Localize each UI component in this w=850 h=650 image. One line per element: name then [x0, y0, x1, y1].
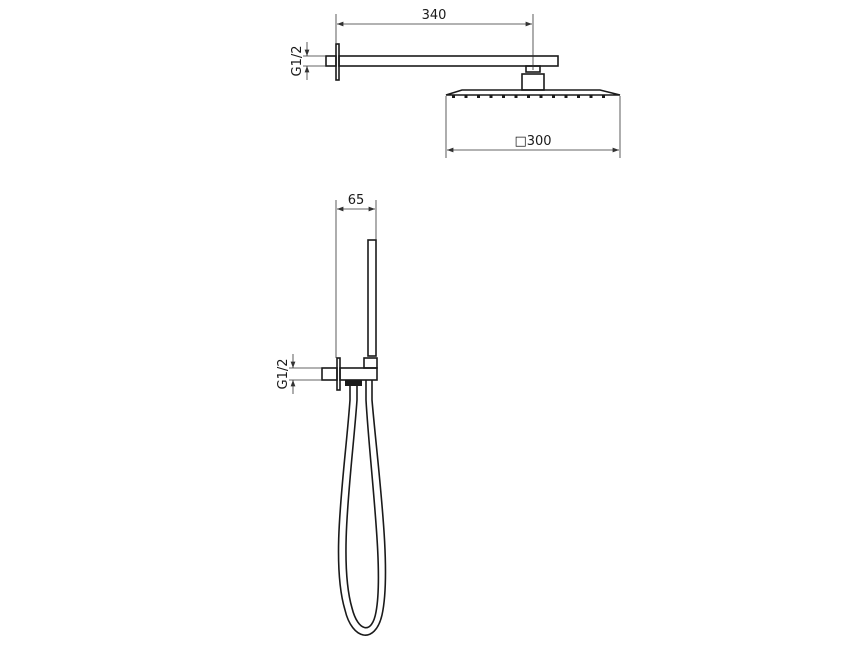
- arm-length-label: 340: [422, 8, 447, 23]
- overhead-shower: [325, 43, 621, 98]
- hand-shower-set: [321, 239, 387, 636]
- nozzle: [527, 95, 530, 98]
- holder-arm: [339, 367, 378, 381]
- holder-offset-dimension: 65: [335, 193, 377, 358]
- head-size-dimension: □300: [445, 96, 621, 158]
- hose-nut: [345, 380, 362, 386]
- nozzle: [589, 95, 593, 98]
- hand-shower: [367, 239, 377, 357]
- nozzle: [552, 95, 555, 98]
- nozzle: [477, 95, 480, 98]
- nozzle: [464, 95, 468, 98]
- nozzle: [539, 95, 543, 98]
- nozzle: [577, 95, 580, 98]
- nozzle: [489, 95, 493, 98]
- holder: [363, 357, 378, 369]
- hose-inner: [345, 380, 380, 629]
- top-connection-label: G1/2: [290, 46, 305, 77]
- top-connection-dimension: G1/2: [290, 42, 326, 80]
- nozzle: [602, 95, 605, 98]
- head-connector: [521, 73, 545, 91]
- shower-head: [445, 89, 621, 96]
- bottom-connection-label: G1/2: [276, 359, 291, 390]
- holder-offset-label: 65: [348, 193, 365, 208]
- nozzles: [452, 95, 605, 98]
- nozzle: [452, 95, 455, 98]
- head-size-label: □300: [514, 134, 551, 149]
- nozzle: [502, 95, 505, 98]
- wall-connector: [321, 367, 338, 381]
- hose-outer: [337, 380, 387, 636]
- nozzle: [564, 95, 568, 98]
- shower-arm: [338, 55, 559, 67]
- nozzle: [514, 95, 518, 98]
- wall-connector: [325, 55, 337, 67]
- bottom-connection-dimension: G1/2: [276, 354, 322, 394]
- arm-length-dimension: 340: [335, 8, 534, 70]
